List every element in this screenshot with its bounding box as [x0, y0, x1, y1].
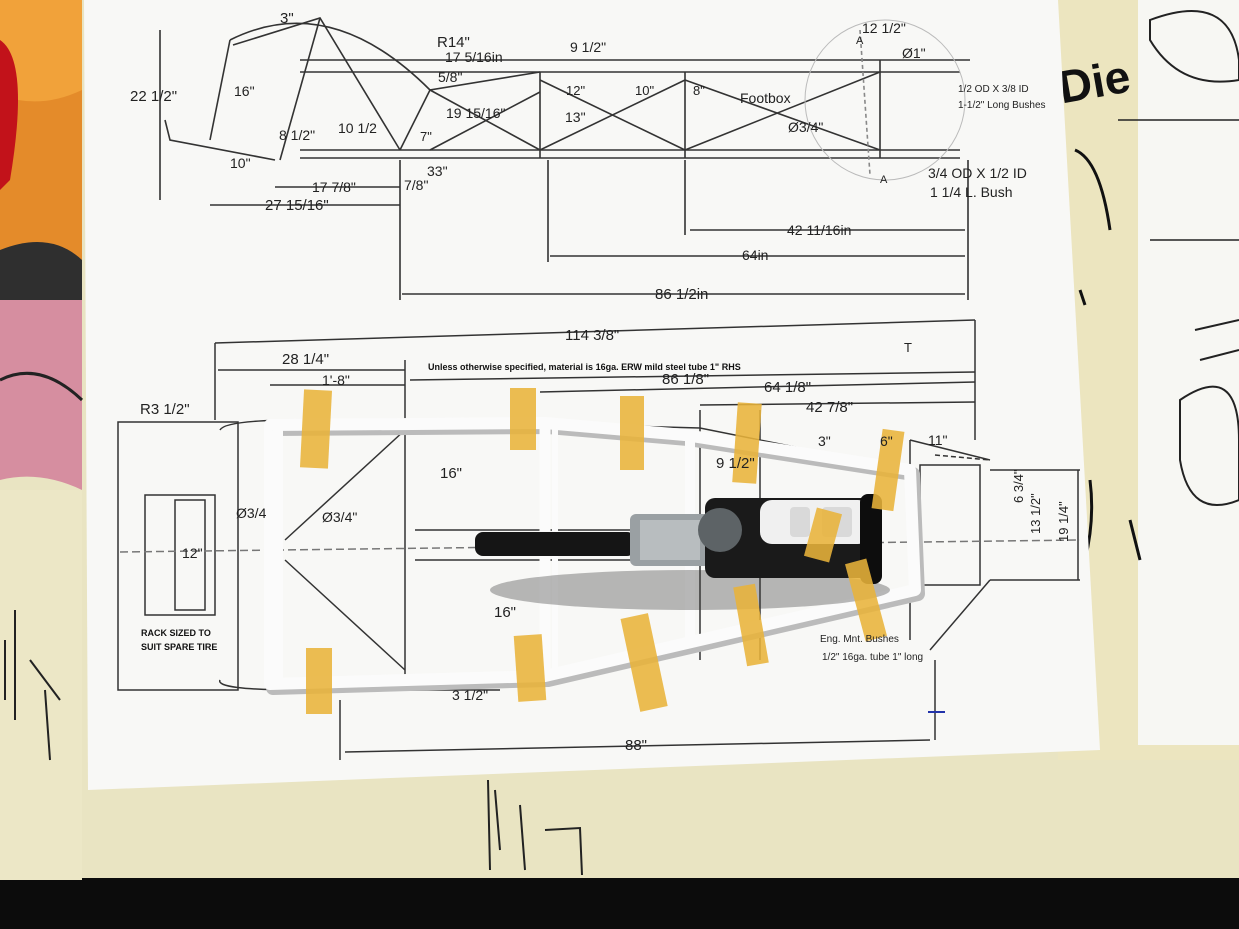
label-dim-17-5-16: 17 5/16in	[445, 49, 503, 65]
label-dim-11: 11"	[928, 432, 948, 448]
side-elevation-drawing	[159, 17, 970, 300]
label-dim-8-1-2: 8 1/2"	[279, 127, 315, 143]
label-dim-10-1-2: 10 1/2	[338, 120, 377, 136]
label-dim-7-8: 7/8"	[404, 177, 428, 193]
label-dim-12b: 12"	[182, 545, 203, 561]
label-dim-dia-1: Ø1"	[902, 45, 926, 61]
label-dim-16b: 16"	[440, 465, 462, 482]
blueprint-sheet	[84, 0, 1100, 790]
masking-tape	[299, 388, 905, 714]
label-dim-16c: 16"	[494, 604, 516, 621]
label-dim-13-1-2: 13 1/2"	[1028, 493, 1043, 534]
label-dim-33: 33"	[427, 163, 448, 179]
label-dim-3b: 3"	[818, 433, 831, 449]
label-dim-16: 16"	[234, 83, 255, 99]
label-dim-17-7-8: 17 7/8"	[312, 179, 356, 195]
label-note-bush-1: 1/2 OD X 3/8 ID	[958, 84, 1029, 95]
left-poster	[0, 0, 84, 880]
label-dim-3: 3"	[280, 10, 294, 27]
right-sheet-brand: Die	[1055, 50, 1135, 114]
label-dim-86-1-2: 86 1/2in	[655, 286, 708, 303]
top-dimension-labels: 3" R14" 17 5/16in 9 1/2" 22 1/2" 16" 5/8…	[130, 10, 1046, 303]
label-note-rack-2: SUIT SPARE TIRE	[141, 642, 217, 652]
label-dim-22-1-2: 22 1/2"	[130, 88, 177, 105]
label-dim-88: 88"	[625, 737, 647, 754]
label-dim-6: 6"	[880, 433, 893, 449]
label-mark-t: T	[904, 340, 912, 355]
desk-edge	[0, 878, 1239, 929]
label-dim-86-1-8: 86 1/8"	[662, 371, 709, 388]
pen-marks	[487, 779, 583, 876]
label-dim-42-11-16: 42 11/16in	[787, 222, 851, 238]
label-dim-12-1-2: 12 1/2"	[862, 20, 906, 36]
label-note-bush-3: 3/4 OD X 1/2 ID	[928, 165, 1027, 181]
bottom-dimension-labels: 114 3/8" 28 1/4" 1'-8" Unless otherwise …	[140, 327, 1071, 754]
label-note-eng-1: Eng. Mnt. Bushes	[820, 634, 899, 645]
label-dim-7: 7"	[420, 129, 432, 144]
label-dim-64: 64in	[742, 247, 768, 263]
label-dim-6-3-4: 6 3/4"	[1011, 469, 1026, 503]
label-dim-9-1-2: 9 1/2"	[570, 39, 606, 55]
label-note-bush-4: 1 1/4 L. Bush	[930, 184, 1013, 200]
label-dim-1-8: 1'-8"	[322, 372, 350, 388]
label-dim-42-7-8: 42 7/8"	[806, 399, 853, 416]
label-dim-19-15-16: 19 15/16"	[446, 105, 505, 121]
label-dim-8: 8"	[693, 83, 705, 98]
label-dim-12: 12"	[566, 83, 585, 98]
label-note-eng-2: 1/2" 16ga. tube 1" long	[822, 652, 923, 663]
label-dim-114-3-8: 114 3/8"	[565, 327, 619, 344]
label-dim-27-15-16: 27 15/16"	[265, 197, 329, 214]
label-dim-19-1-4: 19 1/4"	[1056, 501, 1071, 542]
label-dim-5-8: 5/8"	[438, 69, 462, 85]
label-dim-dia-3-4c: Ø3/4"	[322, 509, 357, 525]
label-note-material: Unless otherwise specified, material is …	[428, 362, 741, 372]
label-dim-3-1-2: 3 1/2"	[452, 687, 488, 703]
label-dim-a-top: A	[856, 35, 864, 47]
label-dim-r3-1-2: R3 1/2"	[140, 401, 190, 418]
label-dim-10b: 10"	[230, 155, 251, 171]
label-dim-10: 10"	[635, 83, 654, 98]
label-dim-dia-3-4b: Ø3/4	[236, 505, 267, 521]
label-dim-28-1-4: 28 1/4"	[282, 351, 329, 368]
label-dim-r14: R14"	[437, 34, 470, 51]
label-dim-dia-3-4: Ø3/4"	[788, 119, 823, 135]
label-dim-64-1-8: 64 1/8"	[764, 379, 811, 396]
label-dim-footbox: Footbox	[740, 90, 791, 106]
label-dim-13: 13"	[565, 109, 586, 125]
label-dim-a-bottom: A	[880, 174, 888, 186]
label-dim-9-1-2b: 9 1/2"	[716, 455, 755, 472]
label-note-bush-2: 1-1/2" Long Bushes	[958, 100, 1046, 111]
label-note-rack-1: RACK SIZED TO	[141, 628, 211, 638]
